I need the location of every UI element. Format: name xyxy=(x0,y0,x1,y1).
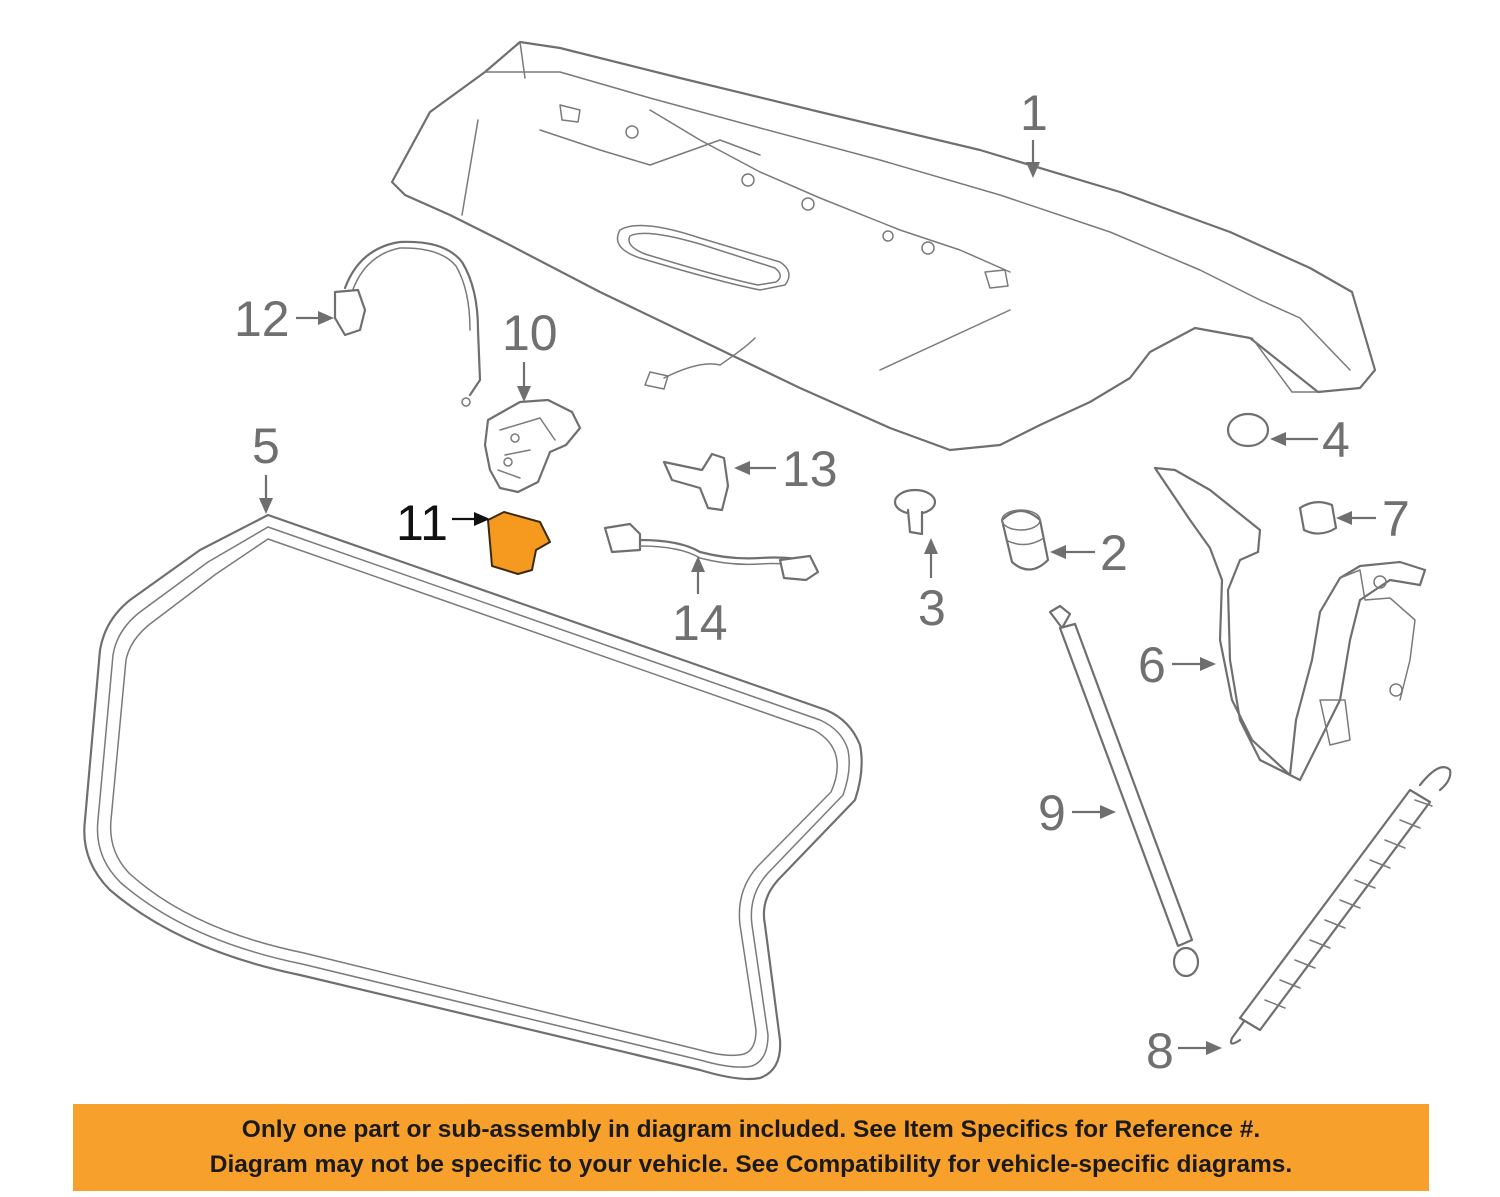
release-cable xyxy=(333,240,482,407)
callout-6: 6 xyxy=(1138,637,1216,693)
spring-part-8 xyxy=(1229,766,1452,1045)
gas-strut-part-9 xyxy=(1048,604,1200,978)
svg-text:9: 9 xyxy=(1038,785,1066,841)
callout-12: 12 xyxy=(234,291,334,347)
callout-11: 11 xyxy=(396,495,490,551)
svg-text:1: 1 xyxy=(1020,85,1048,141)
callout-5: 5 xyxy=(252,418,280,514)
disclaimer-banner: Only one part or sub-assembly in diagram… xyxy=(73,1104,1429,1191)
clip-part-7 xyxy=(1298,501,1338,535)
svg-text:6: 6 xyxy=(1138,637,1166,693)
callout-14: 14 xyxy=(672,556,728,651)
svg-text:5: 5 xyxy=(252,418,280,474)
svg-text:12: 12 xyxy=(234,291,290,347)
svg-text:7: 7 xyxy=(1382,491,1410,547)
callout-7: 7 xyxy=(1336,491,1410,547)
svg-text:14: 14 xyxy=(672,595,728,651)
callout-13: 13 xyxy=(734,441,838,497)
callout-3: 3 xyxy=(918,538,946,636)
rubber-stop-part-2 xyxy=(1000,509,1050,571)
callout-2: 2 xyxy=(1050,525,1128,581)
callout-4: 4 xyxy=(1270,412,1350,468)
weatherstrip-seal-part-5 xyxy=(83,513,863,1081)
disclaimer-line-1: Only one part or sub-assembly in diagram… xyxy=(241,1116,1261,1143)
callout-10: 10 xyxy=(502,305,558,402)
svg-text:3: 3 xyxy=(918,580,946,636)
svg-text:10: 10 xyxy=(502,305,558,361)
svg-text:2: 2 xyxy=(1100,525,1128,581)
wiring-harness xyxy=(603,522,820,582)
disclaimer-line-2: Diagram may not be specific to your vehi… xyxy=(209,1151,1293,1178)
svg-text:8: 8 xyxy=(1146,1023,1174,1079)
highlighted-part-11 xyxy=(487,511,551,575)
callout-9: 9 xyxy=(1038,785,1116,841)
plug-part-4 xyxy=(1226,412,1270,448)
striker-part-13 xyxy=(662,452,730,512)
callout-8: 8 xyxy=(1146,1023,1222,1079)
svg-text:4: 4 xyxy=(1322,412,1350,468)
bumper-part-3 xyxy=(893,488,937,536)
trunk-lid-panel xyxy=(390,40,1377,452)
latch-assembly xyxy=(483,398,582,494)
callout-1: 1 xyxy=(1020,85,1048,178)
svg-text:11: 11 xyxy=(396,495,448,551)
svg-text:13: 13 xyxy=(782,441,838,497)
hinge-part-6 xyxy=(1153,466,1427,782)
